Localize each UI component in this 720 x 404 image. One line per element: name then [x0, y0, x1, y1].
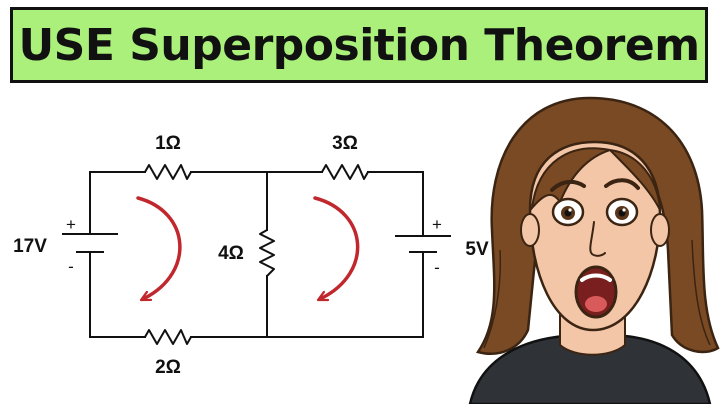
hair-fringe [530, 147, 661, 212]
battery-left-icon [62, 233, 118, 253]
resistor-bottom-left-label: 2Ω [155, 357, 181, 378]
resistor-top-right-label: 3Ω [332, 133, 358, 154]
battery-right-icon [395, 235, 451, 253]
page-title: USE Superposition Theorem [18, 19, 700, 71]
polarity-left-minus: - [68, 257, 74, 276]
polarity-left-plus: + [66, 215, 76, 234]
source-right-label: 5V [465, 239, 489, 260]
surprised-woman-illustration [468, 96, 720, 404]
resistor-top-right-icon [321, 164, 369, 180]
resistor-top-left-icon [144, 164, 192, 180]
polarity-right-minus: - [434, 258, 440, 277]
resistor-middle-icon [259, 229, 275, 277]
resistor-top-left-label: 1Ω [155, 133, 181, 154]
resistor-bottom-left-icon [144, 329, 192, 345]
clockwise-loop-arrow-left-icon [136, 196, 182, 302]
resistor-middle-label: 4Ω [218, 243, 244, 264]
source-left-label: 17V [13, 236, 47, 257]
polarity-right-plus: + [432, 215, 442, 234]
title-banner: USE Superposition Theorem [10, 7, 708, 83]
clockwise-loop-arrow-right-icon [313, 196, 360, 302]
